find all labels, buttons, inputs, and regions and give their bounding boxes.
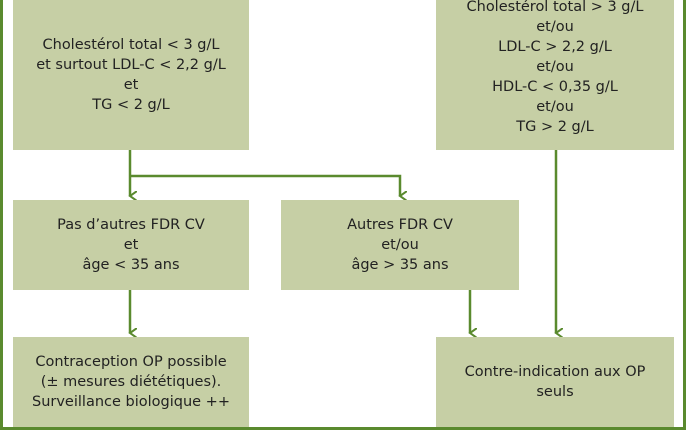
box-other-risk: Autres FDR CV et/ou âge > 35 ans	[281, 200, 519, 290]
box-high-lipids: Cholestérol total > 3 g/L et/ou LDL-C > …	[436, 0, 674, 150]
box-no-other-risk: Pas d’autres FDR CV et âge < 35 ans	[13, 200, 249, 290]
box-line: Pas d’autres FDR CV	[57, 217, 205, 233]
box-line: et	[123, 237, 139, 253]
box-contraindication: Contre-indication aux OP seuls	[436, 337, 674, 427]
box-line: âge < 35 ans	[82, 257, 180, 273]
box-line: seuls	[536, 384, 574, 400]
box-line: Surveillance biologique ++	[32, 394, 230, 410]
box-line: Autres FDR CV	[347, 217, 453, 233]
box-line: et/ou	[536, 59, 574, 75]
box-low-lipids: Cholestérol total < 3 g/L et surtout LDL…	[13, 0, 249, 150]
box-line: et/ou	[381, 237, 419, 253]
box-line: TG > 2 g/L	[516, 119, 594, 135]
box-line: LDL-C > 2,2 g/L	[498, 39, 612, 55]
box-line: et surtout LDL-C < 2,2 g/L	[36, 57, 226, 73]
box-line: Contre-indication aux OP	[464, 364, 646, 380]
box-line: Cholestérol total < 3 g/L	[42, 37, 220, 53]
box-line: Contraception OP possible	[35, 354, 227, 370]
connector-branch-to-midcenter	[130, 174, 400, 196]
box-line: âge > 35 ans	[351, 257, 449, 273]
box-line: et	[123, 77, 139, 93]
box-contraception-possible: Contraception OP possible (± mesures dié…	[13, 337, 249, 427]
box-line: HDL-C < 0,35 g/L	[492, 79, 618, 95]
box-line: TG < 2 g/L	[92, 97, 170, 113]
box-line: et/ou	[536, 19, 574, 35]
box-line: Cholestérol total > 3 g/L	[466, 0, 644, 15]
box-line: et/ou	[536, 99, 574, 115]
box-line: (± mesures diététiques).	[40, 374, 222, 390]
